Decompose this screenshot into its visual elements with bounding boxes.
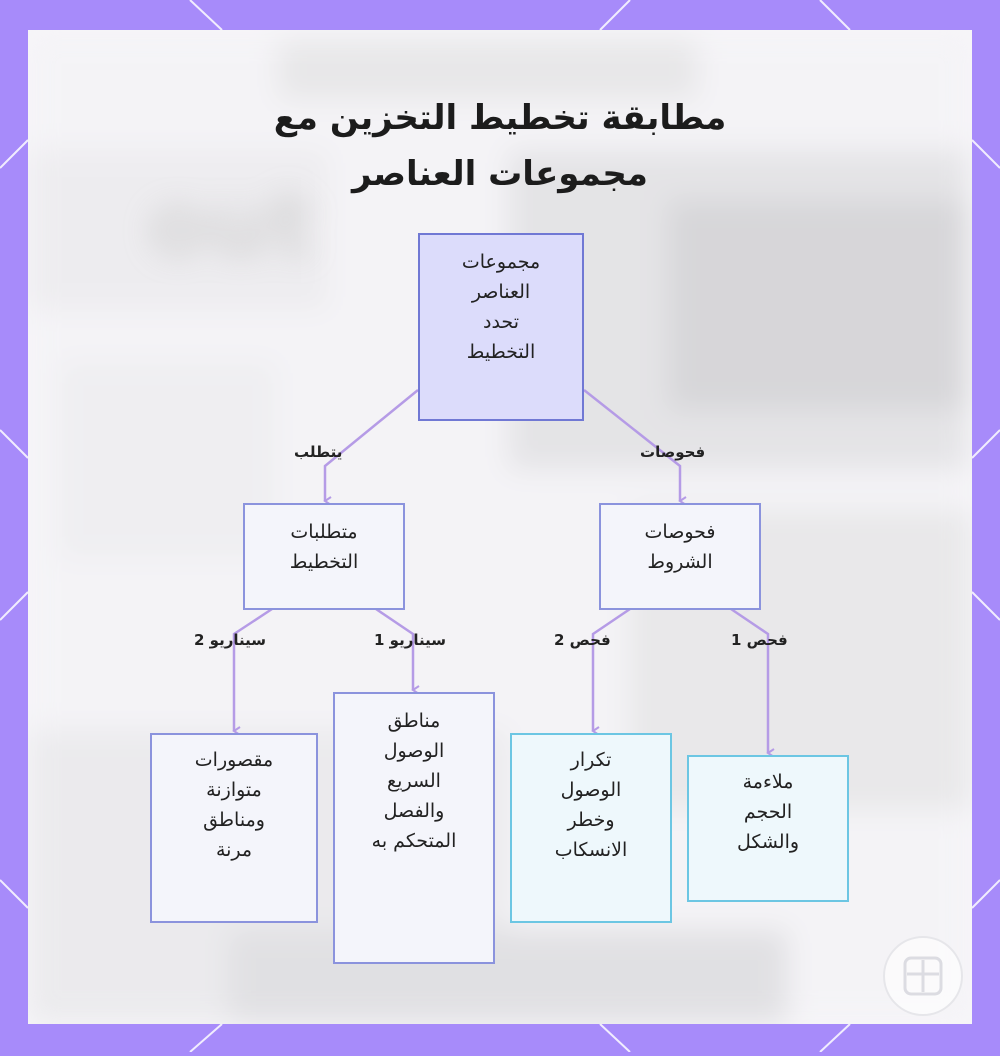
edge-checks-to-check2	[591, 607, 631, 736]
check1-leaf-label: ملاءمة الحجم والشكل	[736, 771, 800, 853]
scenario2-leaf-label: مقصورات متوازنة ومناطق مرنة	[194, 749, 274, 861]
grid-logo-icon	[883, 936, 963, 1016]
background-word: out	[148, 173, 313, 276]
edge-label-check2: فحص 2	[554, 631, 611, 649]
root-node: مجموعات العناصر تحدد التخطيط	[418, 233, 584, 421]
edge-layer	[232, 389, 775, 758]
scenario1-leaf-label: مناطق الوصول السريع والفصل المتحكم به	[371, 710, 457, 852]
check2-leaf-label: تكرار الوصول وخطر الانسكاب	[554, 749, 628, 861]
edge-root-to-checks	[583, 389, 687, 506]
edge-label-scenario2: سيناريو 2	[194, 631, 266, 649]
root-node-label: مجموعات العناصر تحدد التخطيط	[461, 251, 541, 363]
diagram-title: مطابقة تخطيط التخزين مع مجموعات العناصر	[28, 90, 972, 202]
edge-root-to-requirements	[323, 389, 419, 506]
requirements-node: متطلبات التخطيط	[243, 503, 405, 610]
title-line-2: مجموعات العناصر	[352, 154, 648, 194]
check1-leaf-node: ملاءمة الحجم والشكل	[687, 755, 849, 902]
edge-label-check1: فحص 1	[731, 631, 788, 649]
edge-label-scenario1: سيناريو 1	[374, 631, 446, 649]
title-line-1: مطابقة تخطيط التخزين مع	[273, 98, 727, 138]
requirements-node-label: متطلبات التخطيط	[289, 521, 359, 573]
edge-label-requires: يتطلب	[294, 443, 343, 461]
checks-node-label: فحوصات الشروط	[644, 521, 716, 573]
edge-checks-to-check1	[730, 607, 775, 758]
edge-requirements-to-scenario1	[375, 607, 420, 695]
grid-logo-glyph	[903, 956, 943, 996]
edge-requirements-to-scenario2	[232, 607, 273, 736]
diagram-card: out مطابقة تخطيط التخزين مع مجموعات العن…	[28, 30, 972, 1024]
scenario2-leaf-node: مقصورات متوازنة ومناطق مرنة	[150, 733, 318, 923]
edge-label-checks: فحوصات	[640, 443, 706, 461]
scenario1-leaf-node: مناطق الوصول السريع والفصل المتحكم به	[333, 692, 495, 964]
check2-leaf-node: تكرار الوصول وخطر الانسكاب	[510, 733, 672, 923]
checks-node: فحوصات الشروط	[599, 503, 761, 610]
